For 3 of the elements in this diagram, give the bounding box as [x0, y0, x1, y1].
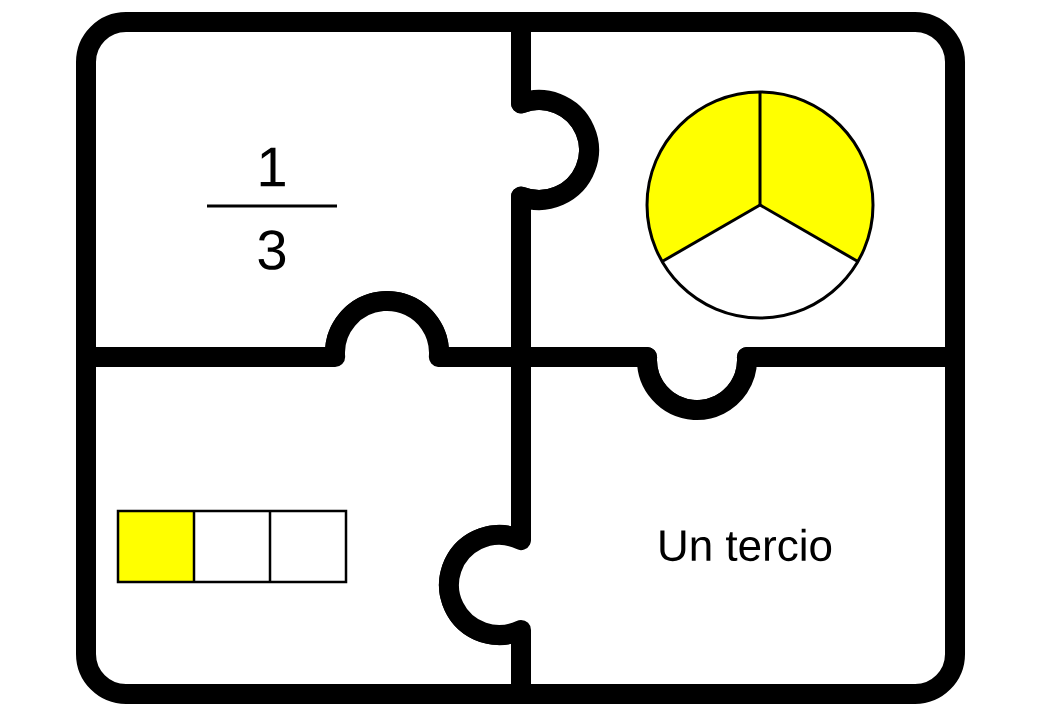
numerator: 1: [260, 147, 285, 187]
piece-label: Un tercio: [660, 528, 832, 562]
denominator: 3: [258, 230, 286, 270]
